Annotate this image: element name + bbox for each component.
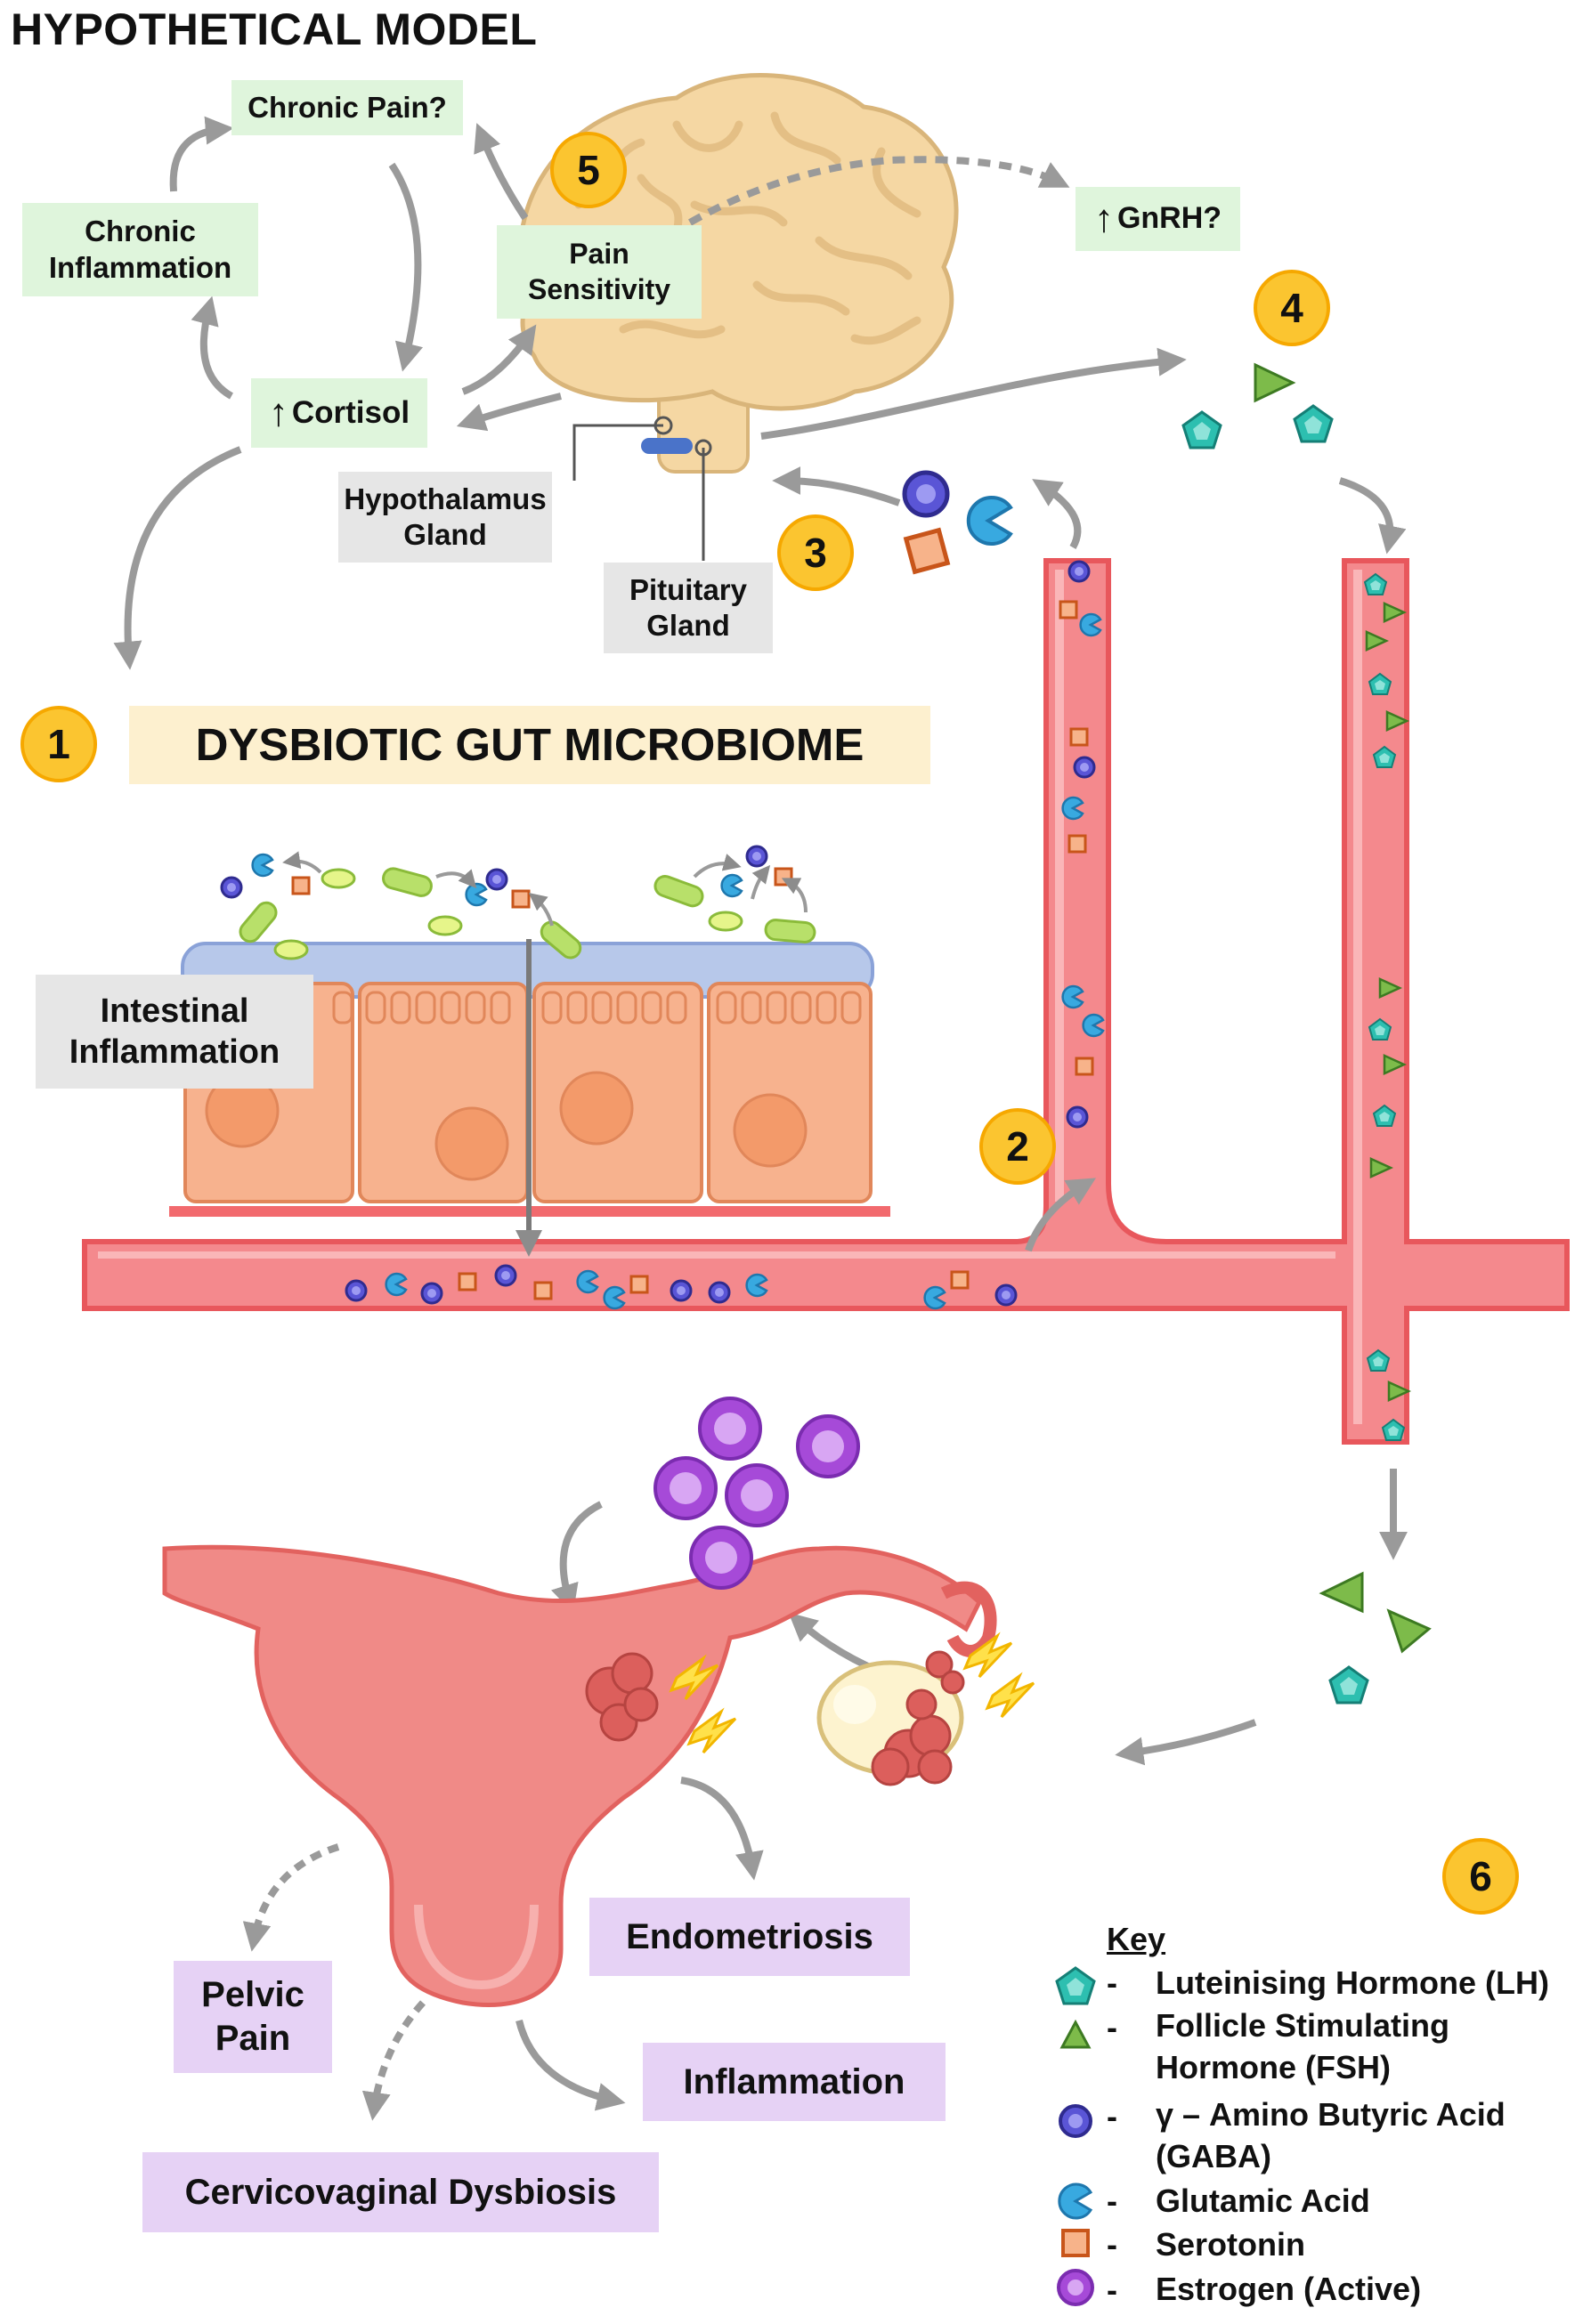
label-gnrh-text: GnRH?: [1116, 201, 1222, 236]
key-dash: -: [1107, 2182, 1117, 2219]
key-dash: -: [1107, 1964, 1117, 2001]
step-5-badge: 5: [550, 132, 627, 208]
label-intestinal-inflammation: Intestinal Inflammation: [36, 975, 313, 1089]
key-item-gaba: γ – Amino Butyric Acid (GABA): [1156, 2096, 1506, 2174]
key-item-estrogen: Estrogen (Active): [1156, 2271, 1422, 2307]
label-inflammation: Inflammation: [643, 2043, 946, 2121]
brain: [517, 73, 959, 561]
key-dash: -: [1107, 2009, 1117, 2045]
label-endometriosis: Endometriosis: [589, 1898, 910, 1976]
step-3-badge: 3: [777, 514, 854, 591]
label-cortisol-text: Cortisol: [291, 394, 410, 430]
label-dysbiotic-gut-microbiome: DYSBIOTIC GUT MICROBIOME: [129, 706, 930, 784]
label-pituitary: Pituitary Gland: [604, 563, 773, 653]
key-icons: [1055, 1966, 1096, 2306]
uterus: [162, 1544, 1035, 2007]
key-dash: -: [1107, 2098, 1117, 2134]
up-arrow-icon: ↑: [1093, 197, 1114, 241]
step-2-badge: 2: [979, 1108, 1056, 1185]
up-arrow-icon: ↑: [268, 391, 288, 435]
label-hypothalamus: Hypothalamus Gland: [338, 472, 552, 563]
label-gnrh: ↑ GnRH?: [1076, 187, 1240, 251]
bacteria: [239, 867, 816, 960]
step-4-badge: 4: [1254, 270, 1330, 346]
label-chronic-inflammation: Chronic Inflammation: [22, 203, 258, 296]
key-dash: -: [1107, 2271, 1117, 2308]
page-title: HYPOTHETICAL MODEL: [11, 4, 538, 54]
key-item-glutamic-acid: Glutamic Acid: [1156, 2182, 1370, 2219]
label-cortisol: ↑ Cortisol: [251, 378, 427, 448]
key-title: Key: [1107, 1921, 1166, 1957]
key-dash: -: [1107, 2226, 1117, 2263]
label-pelvic-pain: Pelvic Pain: [174, 1961, 332, 2073]
gut-epithelium: [169, 845, 890, 1257]
key-item-fsh: Follicle Stimulating Hormone (FSH): [1156, 2007, 1450, 2085]
label-cervicovaginal-dysbiosis: Cervicovaginal Dysbiosis: [142, 2152, 659, 2232]
step-1-badge: 1: [20, 706, 97, 782]
label-chronic-pain: Chronic Pain?: [231, 80, 463, 135]
feedback-arrows: [113, 116, 1408, 2111]
key-item-lh: Luteinising Hormone (LH): [1156, 1964, 1549, 2001]
label-pain-sensitivity: Pain Sensitivity: [497, 225, 702, 319]
key-item-serotonin: Serotonin: [1156, 2226, 1305, 2263]
step-6-badge: 6: [1442, 1838, 1519, 1915]
